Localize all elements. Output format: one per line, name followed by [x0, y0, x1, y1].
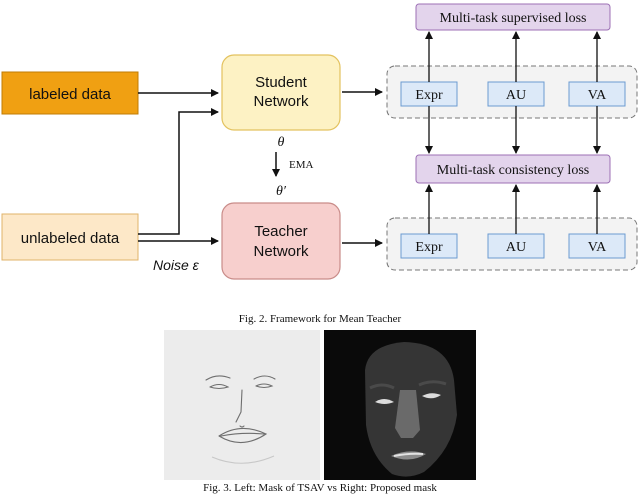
student-head-va-label: VA [588, 88, 607, 103]
student-network-box [221, 54, 341, 131]
teacher-head-va-label: VA [588, 240, 607, 255]
consistency-loss-box [415, 154, 611, 184]
student-network-line1: Student [255, 74, 308, 91]
theta-label: θ [278, 135, 285, 150]
proposed-mask-lip-line [393, 452, 424, 457]
proposed-mask-right-brow [418, 380, 447, 387]
tsav-mask-jawline [211, 455, 275, 464]
student-head-expr-label: Expr [415, 88, 443, 103]
supervised-loss-label: Multi-task supervised loss [440, 11, 587, 26]
labeled-data-box [1, 71, 139, 115]
unlabeled-data-box [1, 213, 139, 261]
teacher-head-expr-label: Expr [415, 240, 443, 255]
teacher-network-box [221, 202, 341, 280]
figure2-caption: Fig. 2. Framework for Mean Teacher [238, 313, 402, 325]
tsav-mask-face-lines [205, 375, 276, 444]
proposed-mask-nose-region [395, 390, 420, 438]
proposed-mask-right-eye [422, 393, 441, 399]
student-network-line2: Network [253, 93, 309, 110]
tsav-mask-image [164, 330, 320, 480]
ema-label: EMA [289, 159, 314, 171]
proposed-mask-left-eye [375, 399, 394, 404]
teacher-network-line2: Network [253, 243, 309, 260]
figure3-caption: Fig. 3. Left: Mask of TSAV vs Right: Pro… [203, 482, 437, 494]
unlabeled-to-student-arrow [138, 108, 219, 235]
teacher-head-au-box [487, 233, 545, 259]
theta-prime-label: θ′ [276, 184, 287, 199]
noise-label: Noise ε [153, 257, 200, 273]
supervised-loss-box [415, 3, 611, 31]
mask-comparison-figure [164, 330, 476, 480]
labeled-data-label: labeled data [29, 86, 111, 103]
consistency-loss-label: Multi-task consistency loss [437, 163, 589, 178]
proposed-mask-left-brow [369, 383, 395, 390]
teacher-network-line1: Teacher [254, 223, 307, 240]
teacher-head-au-label: AU [506, 240, 526, 255]
unlabeled-data-label: unlabeled data [21, 230, 120, 247]
student-head-au-label: AU [506, 88, 526, 103]
mean-teacher-diagram: labeled data unlabeled data Noise ε Stud… [1, 3, 638, 280]
student-head-expr-box [400, 81, 458, 107]
